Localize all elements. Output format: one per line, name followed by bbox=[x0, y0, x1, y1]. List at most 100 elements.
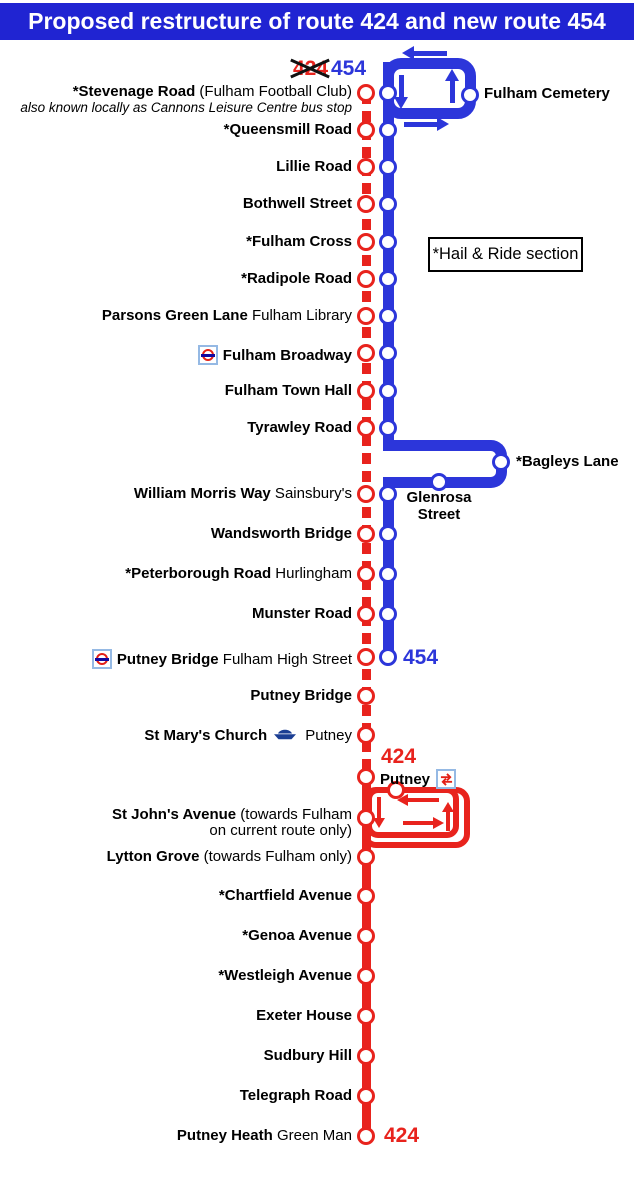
stop-name: *Peterborough Road bbox=[125, 565, 272, 582]
stop-circle-red bbox=[357, 270, 375, 288]
stop-circle-red bbox=[357, 809, 375, 827]
route-number: 424 bbox=[381, 745, 417, 768]
stop-name: *Fulham Cross bbox=[246, 233, 352, 250]
stop-circle-red bbox=[357, 1047, 375, 1065]
stop-circle-red bbox=[387, 781, 405, 799]
ferry-icon bbox=[273, 727, 297, 744]
stop-label-bothwell-street: Bothwell Street bbox=[243, 196, 352, 212]
route-badge-424: 424 bbox=[384, 1125, 419, 1147]
route-number: 454 bbox=[403, 646, 439, 669]
stop-circle-blue bbox=[379, 344, 397, 362]
stop-label-wandsworth-bridge: Wandsworth Bridge bbox=[211, 526, 352, 542]
stop-name: *Bagleys Lane bbox=[516, 453, 619, 470]
stop-circle-blue bbox=[379, 382, 397, 400]
stop-circle-blue bbox=[379, 270, 397, 288]
stop-circle-red bbox=[357, 195, 375, 213]
stop-note: (towards Fulham only) bbox=[199, 848, 352, 865]
stop-name: *Genoa Avenue bbox=[242, 927, 352, 944]
stop-name: Exeter House bbox=[256, 1007, 352, 1024]
stop-name: Fulham Town Hall bbox=[224, 382, 352, 399]
stop-note: (Fulham Football Club) bbox=[195, 83, 352, 100]
route-424-line bbox=[362, 788, 371, 1138]
stop-label-westleigh-avenue: *Westleigh Avenue bbox=[218, 968, 352, 984]
stop-circle-blue bbox=[379, 419, 397, 437]
stop-circle-blue bbox=[379, 195, 397, 213]
stop-name: Lytton Grove bbox=[106, 848, 200, 865]
stop-circle-blue bbox=[379, 307, 397, 325]
stop-label-radipole-road: *Radipole Road bbox=[241, 271, 352, 287]
stop-name: *Westleigh Avenue bbox=[218, 967, 352, 984]
stop-circle-red bbox=[357, 887, 375, 905]
national-rail-icon bbox=[436, 769, 457, 789]
stop-label-st-marys-church: St Mary's Church Putney bbox=[144, 727, 352, 746]
stop-label-fulham-cross: *Fulham Cross bbox=[246, 234, 352, 250]
stop-name: Parsons Green Lane bbox=[101, 307, 248, 324]
stop-circle-blue bbox=[379, 84, 397, 102]
stop-label-tyrawley-road: Tyrawley Road bbox=[247, 420, 352, 436]
stop-circle-red bbox=[357, 687, 375, 705]
stop-circle-blue bbox=[379, 485, 397, 503]
stop-circle-red bbox=[357, 1087, 375, 1105]
stop-label-bagleys-lane: *Bagleys Lane bbox=[516, 454, 619, 470]
stop-note: Sainsbury's bbox=[270, 485, 352, 502]
stop-label-munster-road: Munster Road bbox=[252, 606, 352, 622]
hail-and-ride-note: *Hail & Ride section bbox=[428, 237, 583, 272]
stop-label-fulham-cemetery: Fulham Cemetery bbox=[484, 86, 610, 102]
route-454-line-upper bbox=[383, 62, 394, 451]
stop-label-putney-bridge-station: Putney Bridge Fulham High Street bbox=[91, 649, 352, 671]
stop-circle-red bbox=[357, 605, 375, 623]
stop-circle-blue bbox=[379, 565, 397, 583]
stop-note: Putney bbox=[301, 727, 352, 745]
stop-name: Telegraph Road bbox=[239, 1087, 352, 1104]
stop-circle-red bbox=[357, 848, 375, 866]
stop-name: Bothwell Street bbox=[242, 195, 352, 212]
stop-name: Sudbury Hill bbox=[263, 1047, 352, 1064]
stop-circle-red bbox=[357, 485, 375, 503]
stop-note-line2: also known locally as Cannons Leisure Ce… bbox=[20, 100, 352, 115]
route-number: 454 bbox=[331, 57, 367, 80]
stop-circle-blue bbox=[379, 605, 397, 623]
title-banner: Proposed restructure of route 424 and ne… bbox=[0, 3, 634, 40]
stop-note: Fulham Library bbox=[247, 307, 352, 324]
stop-circle-red bbox=[357, 927, 375, 945]
route-number: 424 bbox=[384, 1124, 420, 1147]
stop-circle-blue bbox=[379, 121, 397, 139]
stop-label-telegraph-road: Telegraph Road bbox=[240, 1088, 352, 1104]
route-424-withdrawn-dashed-line bbox=[362, 93, 371, 792]
stop-name: St John's Avenue bbox=[111, 806, 237, 823]
stop-note: (towards Fulham bbox=[236, 806, 352, 823]
stop-circle-blue bbox=[430, 473, 448, 491]
stop-circle-red bbox=[357, 768, 375, 786]
stop-name: *Queensmill Road bbox=[223, 121, 352, 138]
stop-label-putney-station: Putney bbox=[380, 769, 457, 791]
underground-roundel-icon bbox=[197, 345, 218, 365]
stop-name: Putney Bridge bbox=[116, 650, 219, 668]
stop-name: Munster Road bbox=[251, 605, 352, 622]
stop-circle-red bbox=[357, 726, 375, 744]
stop-circle-red bbox=[357, 382, 375, 400]
stop-name: Fulham Broadway bbox=[222, 346, 352, 364]
stop-circle-red bbox=[357, 648, 375, 666]
stop-name: Tyrawley Road bbox=[247, 419, 352, 436]
stop-name: Putney Heath bbox=[176, 1127, 273, 1144]
stop-name: Wandsworth Bridge bbox=[210, 525, 352, 542]
stop-circle-red bbox=[357, 84, 375, 102]
stop-label-peterborough-road: *Peterborough Road Hurlingham bbox=[125, 566, 352, 582]
page-title: Proposed restructure of route 424 and ne… bbox=[28, 8, 606, 34]
stop-note: Fulham High Street bbox=[218, 650, 352, 668]
stop-name: St Mary's Church bbox=[144, 727, 268, 745]
stop-circle-blue bbox=[379, 158, 397, 176]
stop-circle-red bbox=[357, 307, 375, 325]
stop-label-parsons-green-lane: Parsons Green Lane Fulham Library bbox=[102, 308, 352, 324]
stop-circle-blue bbox=[492, 453, 510, 471]
stop-circle-red bbox=[357, 233, 375, 251]
stop-name: *Stevenage Road bbox=[72, 83, 196, 100]
stop-circle-red bbox=[357, 525, 375, 543]
stop-label-lillie-road: Lillie Road bbox=[276, 159, 352, 175]
stop-label-genoa-avenue: *Genoa Avenue bbox=[242, 928, 352, 944]
stop-label-glenrosa-street: Glenrosa Street bbox=[406, 489, 472, 523]
stop-name: William Morris Way bbox=[133, 485, 271, 502]
stop-label-chartfield-avenue: *Chartfield Avenue bbox=[219, 888, 352, 904]
